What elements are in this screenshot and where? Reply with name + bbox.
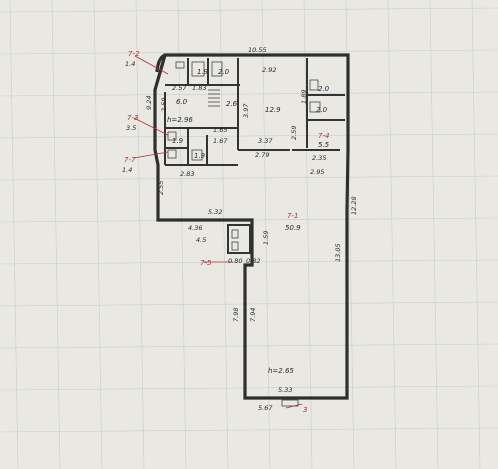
rounded-corner xyxy=(155,53,166,73)
dim-step-b: 4.36 xyxy=(188,224,202,232)
dim-low-v2: 7.94 xyxy=(249,308,257,322)
room-area-corridor: 2.6 xyxy=(226,100,238,108)
dim-top: 10.55 xyxy=(248,46,267,54)
dim-step-a: 5.32 xyxy=(208,208,222,216)
callout-lines xyxy=(133,55,303,409)
grid-line xyxy=(0,343,498,349)
room-area-7-4: 5.5 xyxy=(318,141,330,149)
grid-line xyxy=(0,301,498,307)
grid-line xyxy=(51,0,61,469)
grid-line xyxy=(135,0,145,469)
room-number-7-5: 7-5 xyxy=(200,259,212,267)
dim-left-v1: 9.24 xyxy=(145,96,153,110)
dim-top-inner: 2.92 xyxy=(262,66,276,74)
grid-line xyxy=(471,0,481,469)
room-area-main: 12.9 xyxy=(265,106,281,114)
room-number-7-3: 7-3 xyxy=(127,114,138,122)
grid-line xyxy=(0,133,498,139)
grid-line xyxy=(0,427,498,433)
dim-low-v1: 7.98 xyxy=(232,308,240,322)
dim-mid-b: 1.67 xyxy=(213,137,228,145)
room-area-7-3: 3.5 xyxy=(126,124,136,132)
room-area-store1: 2.0 xyxy=(318,85,330,93)
dim-left-mid: 1.83 xyxy=(192,84,206,92)
dim-mid-d: 2.79 xyxy=(255,151,269,159)
grid-line xyxy=(0,175,498,181)
grid-line xyxy=(93,0,103,469)
dim-right-v2: 2.59 xyxy=(290,126,298,140)
dim-right-long: 12.28 xyxy=(350,196,358,215)
dim-right-a: 2.35 xyxy=(312,154,326,162)
dim-left-v4: 2.55 xyxy=(157,181,165,195)
dim-small-b: 0.82 xyxy=(246,257,260,265)
dim-left-col: 2.57 xyxy=(172,84,187,92)
dim-right-b: 2.95 xyxy=(310,168,324,176)
room-number-7-1: 7-1 xyxy=(287,212,298,220)
room-area-7-1: 50.9 xyxy=(285,224,301,232)
dim-small-a: 0.80 xyxy=(228,257,242,265)
grid-line xyxy=(9,0,19,469)
ceiling-height-bottom: h=2.65 xyxy=(268,367,294,375)
dim-bottom-outer: 5.67 xyxy=(258,404,273,412)
room-area-7-2: 1.4 xyxy=(125,60,135,68)
door-number: 3 xyxy=(303,406,307,414)
ceiling-height-top: h=2.96 xyxy=(167,116,193,124)
room-number-7-7: 7-7 xyxy=(124,156,136,164)
grid-line xyxy=(0,385,498,391)
grid-line xyxy=(0,259,498,265)
room-number-7-2: 7-2 xyxy=(128,50,140,58)
dim-mid-a: 1.65 xyxy=(213,126,227,134)
grid-line xyxy=(177,0,187,469)
dim-step-c: 4.5 xyxy=(196,236,206,244)
grid-line xyxy=(0,7,498,13)
room-area-7-7: 1.4 xyxy=(122,166,132,174)
dim-right-v1: 1.89 xyxy=(300,90,308,104)
outer-wall xyxy=(153,53,350,400)
dim-left-v3: 2.83 xyxy=(180,170,194,178)
grid-line xyxy=(219,0,229,469)
room-number-7-4: 7-4 xyxy=(318,132,329,140)
room-area-store2: 2.0 xyxy=(316,106,328,114)
grid-line xyxy=(0,49,498,55)
grid-line xyxy=(429,0,439,469)
room-area-wc1: 1.9 xyxy=(197,68,209,76)
grid-line xyxy=(0,91,498,97)
room-area-lobby: 1.9 xyxy=(172,137,184,145)
fixtures xyxy=(167,61,321,407)
room-area-hall: 1.9 xyxy=(194,152,206,160)
dim-mid-c: 3.37 xyxy=(258,137,273,145)
grid-line xyxy=(387,0,397,469)
dim-right-long2: 13.05 xyxy=(334,243,342,262)
grid-line xyxy=(303,0,313,469)
grid-line xyxy=(261,0,271,469)
room-area-wc2: 2.0 xyxy=(218,68,230,76)
dim-center-v: 3.97 xyxy=(242,103,250,118)
dim-left-v2: 2.59 xyxy=(160,98,168,112)
room-area-left: 6.0 xyxy=(176,98,188,106)
dim-bottom-inner: 5.33 xyxy=(278,386,292,394)
dim-step-d: 1.59 xyxy=(262,231,270,245)
